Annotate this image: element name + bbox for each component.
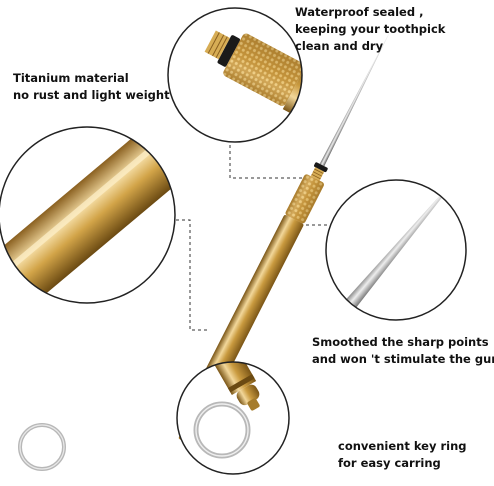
caption-line: no rust and light weight [13,88,170,102]
key-ring-caption: convenient key ring for easy carring [338,438,467,472]
caption-line: Titanium material [13,71,129,85]
titanium-caption: Titanium material no rust and light weig… [13,70,170,104]
caption-line: Waterproof sealed , [295,5,424,19]
caption-line: for easy carring [338,456,441,470]
magnifier-sharp-point [325,179,467,321]
caption-line: Smoothed the sharp points [312,335,489,349]
magnifier-key-ring [176,361,290,475]
magnifier-waterproof-seal [167,7,303,143]
caption-line: keeping your toothpick [295,22,446,36]
caption-line: clean and dry [295,39,384,53]
caption-line: and won 't stimulate the gum [312,352,494,366]
caption-line: convenient key ring [338,439,467,453]
magnifier-titanium-body [0,126,176,304]
smooth-point-caption: Smoothed the sharp points and won 't sti… [312,334,494,368]
waterproof-caption: Waterproof sealed , keeping your toothpi… [295,4,445,55]
